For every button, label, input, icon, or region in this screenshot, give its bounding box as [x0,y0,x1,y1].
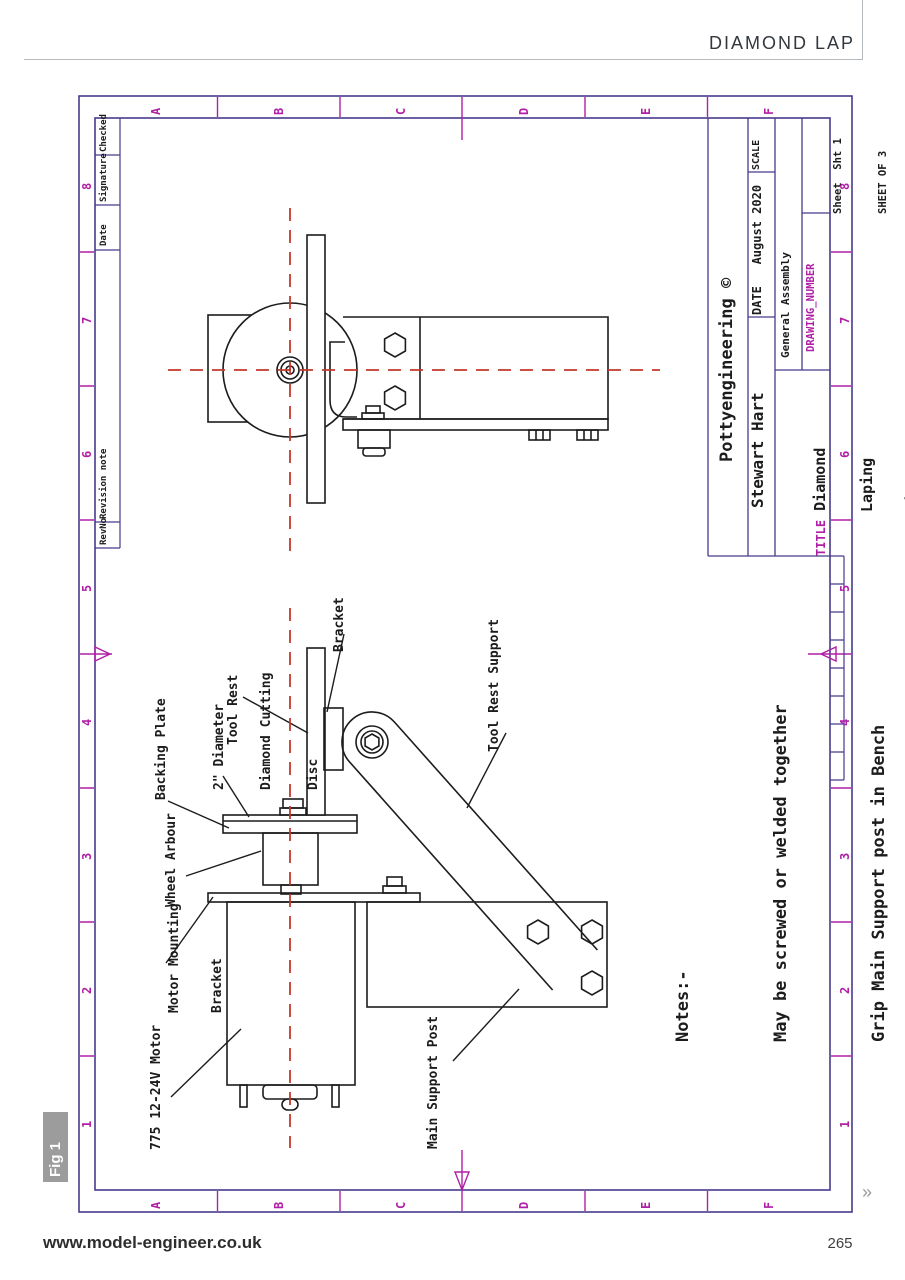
hex-bolt [383,332,407,358]
view-side-elevation [207,647,608,1111]
grid-col-label-top: D [516,107,531,115]
revision-table-lines [95,118,121,549]
grid-row-label-left: 3 [80,852,94,860]
revision-col-date: Date [99,224,109,246]
grid-col-label-bottom: E [639,1201,653,1209]
tool-rest-bracket [323,707,344,771]
label-line: Disc [306,758,321,790]
view-end-elevation [207,234,609,504]
label-line: 2" Diameter [212,703,227,790]
figure-tag: Fig 1 [47,1141,64,1177]
label-motor: 775 12-24V Motor [149,1024,164,1150]
title-block-lines [707,118,830,557]
bracket-top-plate [207,892,421,903]
company-name: Pottyengineering © [717,277,737,462]
label-backing-plate: Backing Plate [154,698,169,800]
revision-col-signature: Signature [99,153,109,202]
notes-line [822,704,839,1042]
revision-col-revno: RevNo [99,517,109,545]
motor-body-end [343,316,609,420]
grid-row-label-left: 5 [80,584,94,592]
sheet-info-line: Sheet Sht 1 [832,138,844,214]
hex-bolt [580,919,604,945]
grid-col-label-top: B [271,107,286,115]
grid-row-label-right: 1 [838,1120,852,1128]
page-title: DIAMOND LAP [708,33,855,53]
grid-row-label-right: 5 [838,584,852,592]
fold-strip-lines [830,555,845,781]
drawing-number: DRAWING_NUMBER [805,263,817,352]
leader-lines [165,633,520,1098]
grid-col-label-top: A [149,107,163,115]
grid-col-label-bottom: C [394,1201,408,1209]
grid-col-label-bottom: A [149,1201,163,1209]
tool-rest-bar [306,647,326,816]
grid-row-label-right: 6 [838,450,852,458]
notes-line: May be screwed or welded together [771,704,791,1042]
grid-col-label-top: F [761,107,776,115]
grid-row-label-right: 7 [838,316,852,324]
hex-bolt [580,970,604,996]
label-diamond-disc: 2" Diameter Diamond Cutting Disc [183,673,350,790]
notes-heading: Notes:- [673,970,693,1042]
notes-line [724,704,741,1042]
title-word: Diamond [811,447,829,511]
grid-row-label-right: 3 [838,852,852,860]
page-number: 265 [827,1235,853,1252]
tool-rest-support-arm [341,711,598,991]
base-plate [342,418,609,431]
angle-bracket-edge [329,341,357,418]
sheet-info-line: SHEET OF 3 [877,150,889,214]
grid-tick-marks [80,97,851,1211]
grid-row-label-right: 4 [838,718,852,726]
drawing-title-line: Laping [857,457,876,512]
grid-row-label-left: 7 [80,316,94,324]
scale-label: SCALE [751,139,762,170]
grid-col-label-top: C [394,107,408,115]
title-label: TITLE [814,519,828,556]
assembly-field: General Assembly [779,252,792,358]
grid-row-label-left: 4 [80,718,94,726]
revision-col-note: Revision note [99,448,109,519]
sheet-frame [78,95,853,1213]
revision-col-checked: Checked [99,114,109,152]
label-line: Bracket [210,958,225,1013]
hex-bolt [383,385,407,411]
figure-tag-box [43,1112,68,1182]
grid-col-label-bottom: B [271,1201,286,1209]
grid-col-label-bottom: D [516,1201,531,1209]
label-tool-rest-support: Tool Rest Support [487,618,502,752]
drawing-title-line: TITLE Diamond [811,447,829,556]
sheet-info: Sheet Sht 1 SHEET OF 3 [800,138,905,214]
author-name: Stewart Hart [748,392,767,508]
notes-line: Grip Main Support post in Bench [869,724,889,1042]
grid-row-label-left: 2 [80,986,94,994]
label-line: Motor Mounting [167,903,182,1013]
tool-rest-bar-end [306,234,326,504]
label-motor-bracket: Motor Mounting Bracket [140,903,252,1013]
date-field: DATE August 2020 [750,184,764,315]
centerlines [168,208,660,1148]
grid-col-label-bottom: F [761,1201,776,1209]
grid-row-label-left: 8 [80,182,94,190]
drawing-title: TITLE Diamond Laping Fixture [811,447,905,556]
bracket-side-plate [366,901,608,1008]
label-wheel-arbour: Wheel Arbour [164,813,179,907]
label-main-support-post: Main Support Post [426,1015,441,1149]
header-rule-vertical [862,0,863,60]
grid-row-label-right: 8 [838,182,852,190]
label-bracket: Bracket [332,597,347,652]
hex-bolt [526,919,550,945]
grid-row-label-left: 6 [80,450,94,458]
grid-col-label-top: E [639,107,653,115]
grid-row-label-right: 2 [838,986,852,994]
label-line: Diamond Cutting [259,672,274,790]
header-rule [24,59,862,60]
notes-block: Notes:- May be screwed or welded togethe… [643,704,905,1042]
website-url: www.model-engineer.co.uk [43,1233,262,1252]
continued-marker: » [862,1182,873,1202]
base-nuts [528,429,599,441]
grid-row-label-left: 1 [80,1120,94,1128]
